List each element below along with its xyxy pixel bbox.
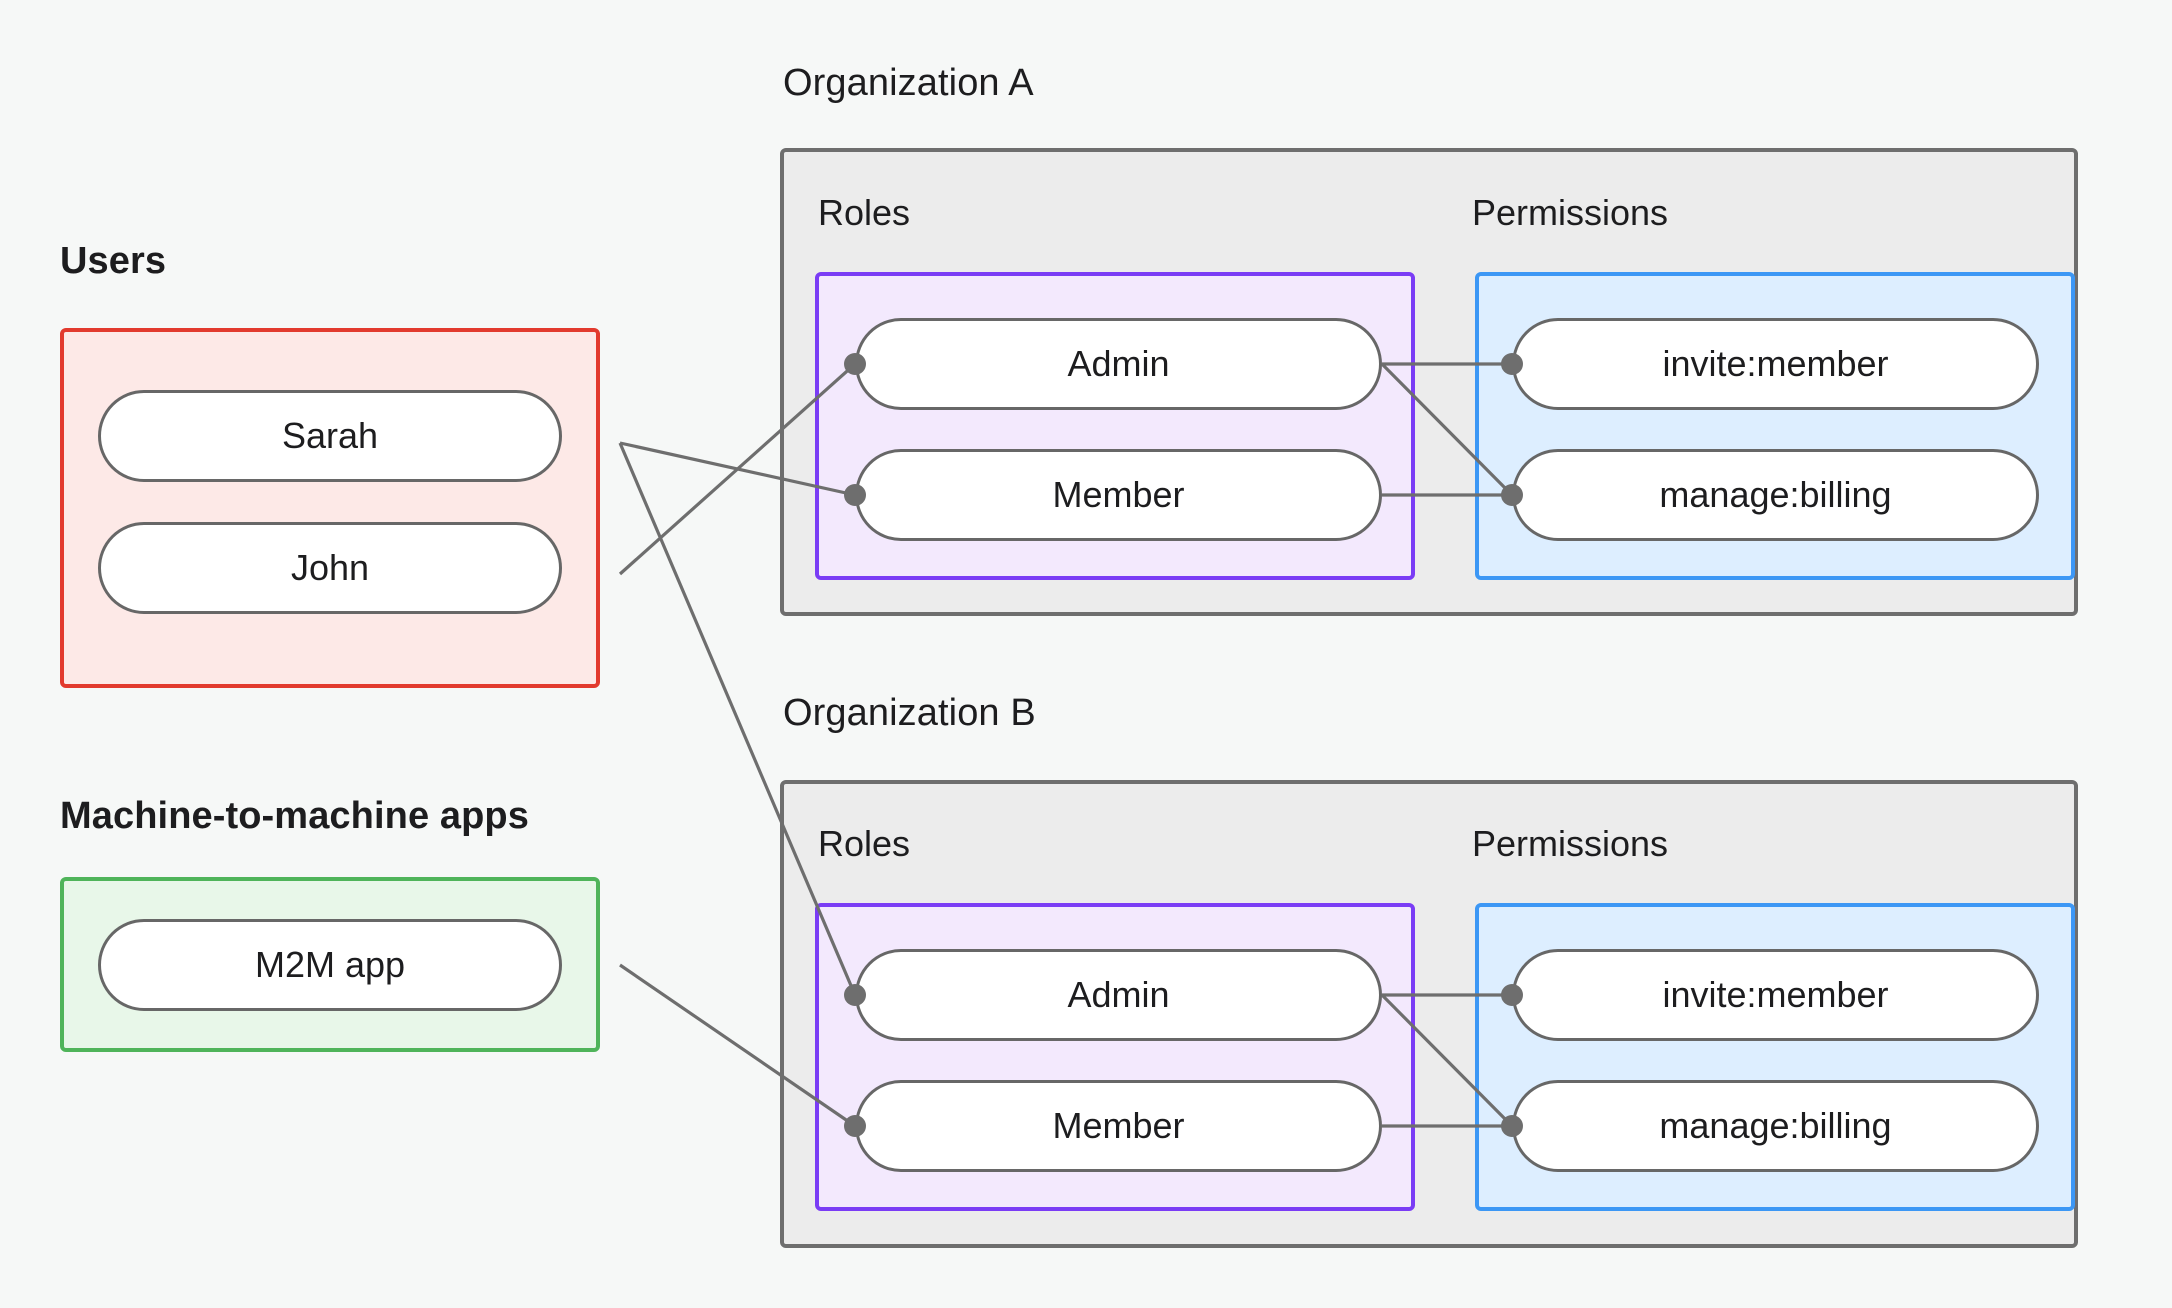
node-org-b-role-admin[interactable]: Admin	[855, 949, 1382, 1041]
node-org-b-role-member[interactable]: Member	[855, 1080, 1382, 1172]
node-org-a-perm-billing[interactable]: manage:billing	[1512, 449, 2039, 541]
org-b-roles-label: Roles	[818, 823, 911, 864]
node-org-a-role-admin[interactable]: Admin	[855, 318, 1382, 410]
m2m-section-label: Machine-to-machine apps	[60, 795, 529, 837]
users-section-label: Users	[60, 240, 167, 282]
node-org-b-perm-billing[interactable]: manage:billing	[1512, 1080, 2039, 1172]
node-org-a-perm-invite[interactable]: invite:member	[1512, 318, 2039, 410]
org-a-permissions-label: Permissions	[1472, 192, 1669, 233]
node-org-b-perm-invite[interactable]: invite:member	[1512, 949, 2039, 1041]
node-m2m-app[interactable]: M2M app	[98, 919, 562, 1011]
org-a-roles-label: Roles	[818, 192, 911, 233]
node-user-john[interactable]: John	[98, 522, 562, 614]
org-b-permissions-label: Permissions	[1472, 823, 1669, 864]
node-org-a-role-member[interactable]: Member	[855, 449, 1382, 541]
node-user-sarah[interactable]: Sarah	[98, 390, 562, 482]
org-b-title: Organization B	[783, 692, 1036, 734]
users-cluster	[60, 328, 600, 688]
org-a-title: Organization A	[783, 62, 1034, 104]
